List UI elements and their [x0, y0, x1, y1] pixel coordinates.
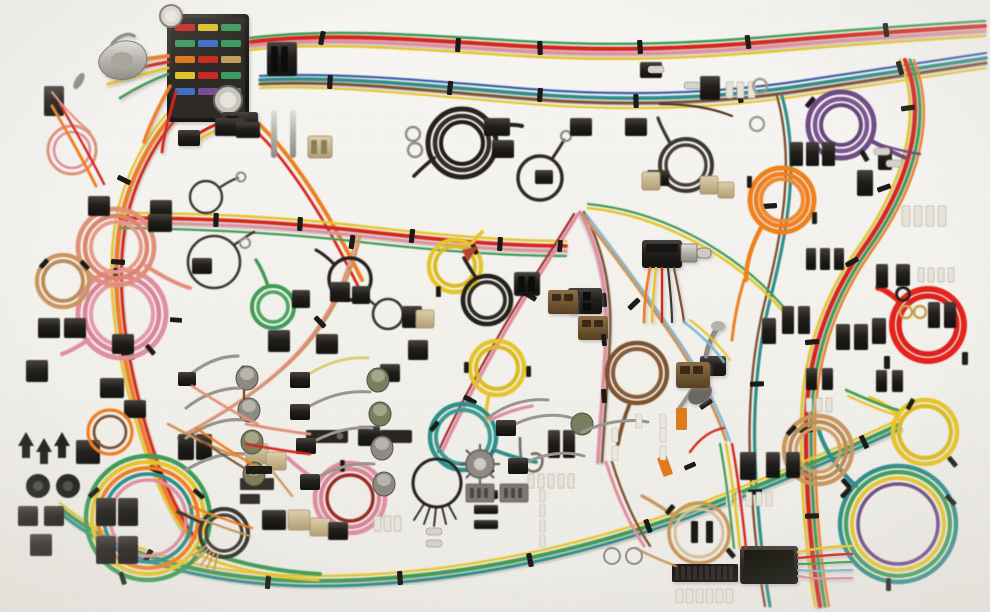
connector-tan — [309, 517, 331, 537]
fuse — [175, 40, 195, 47]
connector-black — [857, 170, 873, 196]
terminal-white — [725, 81, 756, 99]
connector-black — [292, 290, 310, 308]
connector-black — [30, 534, 52, 556]
connector-black — [570, 118, 592, 136]
connector-black — [38, 318, 60, 338]
connector-black — [766, 452, 780, 478]
connector-black — [834, 248, 844, 270]
connector-black — [118, 498, 138, 526]
connector-black — [192, 258, 212, 274]
connector-module-bottom — [676, 362, 710, 388]
cable-tie — [762, 202, 778, 210]
connector-black — [806, 368, 817, 390]
cable-tie — [496, 236, 504, 252]
connector-black — [484, 118, 510, 136]
connector-black — [88, 196, 110, 216]
connector-tan — [415, 309, 435, 329]
connector-black — [762, 318, 776, 344]
connector-black — [100, 378, 124, 398]
fuse — [175, 72, 195, 79]
connector-black — [700, 76, 720, 100]
connector-black — [786, 452, 800, 478]
cable-tie — [600, 388, 608, 404]
connector-black — [822, 368, 833, 390]
fuse — [198, 40, 218, 47]
connector-black — [535, 170, 553, 184]
connector-black — [740, 452, 756, 480]
fuse — [198, 56, 218, 63]
fuse — [198, 24, 218, 31]
connector-black — [806, 248, 816, 270]
connector-black — [268, 330, 290, 352]
fuse — [175, 56, 195, 63]
cable-tie — [454, 37, 462, 53]
connector-black — [408, 340, 428, 360]
connector-brown-a — [548, 290, 578, 314]
connector-black — [352, 286, 370, 304]
connector-black — [96, 536, 116, 564]
cable-tie — [633, 93, 639, 109]
cable-tie — [636, 39, 644, 55]
connector-black — [790, 142, 835, 166]
connector-black — [18, 506, 38, 526]
cable-tie — [213, 212, 219, 228]
cable-tie — [749, 381, 765, 387]
connector-black — [96, 498, 116, 526]
connector-black — [267, 42, 297, 76]
connector-black — [112, 334, 134, 354]
connector-black — [896, 264, 910, 286]
connector-black — [64, 318, 86, 338]
terminal-white — [805, 397, 833, 413]
connector-black — [514, 272, 540, 296]
cable-tie — [536, 87, 544, 103]
connector-black — [316, 334, 338, 354]
fuse — [221, 56, 241, 63]
cable-tie — [396, 570, 404, 586]
connector-black — [328, 522, 348, 540]
cable-tie — [327, 74, 333, 90]
cable-tie — [537, 40, 543, 56]
connector-black — [820, 248, 830, 270]
connector-tan — [699, 175, 719, 195]
heat-shrink — [246, 466, 272, 474]
connector-black — [118, 536, 138, 564]
connector-black — [262, 510, 286, 530]
fuse — [221, 24, 241, 31]
connector-black — [892, 370, 903, 392]
fuse — [221, 40, 241, 47]
connector-black — [236, 122, 260, 138]
terminal-strip — [672, 564, 738, 582]
cable-tie — [297, 216, 303, 232]
cable-tie — [110, 258, 126, 266]
cable-tie — [804, 513, 820, 519]
connector-black — [330, 282, 350, 302]
connector-black — [928, 302, 940, 328]
connector-black — [944, 302, 956, 328]
cable-tie — [169, 317, 183, 323]
connector-tan — [287, 509, 311, 531]
connector-tan — [307, 135, 333, 159]
connector-tan — [641, 171, 661, 191]
fuse — [198, 72, 218, 79]
connector-black — [876, 370, 887, 392]
connector-black — [492, 140, 514, 158]
orange-fuse-link — [676, 408, 687, 430]
connector-black — [148, 214, 172, 232]
connector-black — [44, 506, 64, 526]
connector-black — [876, 264, 888, 288]
connector-black — [124, 400, 146, 418]
connector-black — [26, 360, 48, 382]
connector-black — [625, 118, 647, 136]
fuse — [175, 88, 195, 95]
fuse — [221, 72, 241, 79]
connector-black — [872, 318, 886, 344]
connector-tan — [717, 181, 735, 199]
connector-black — [76, 440, 100, 464]
gear-wheel — [460, 444, 500, 484]
